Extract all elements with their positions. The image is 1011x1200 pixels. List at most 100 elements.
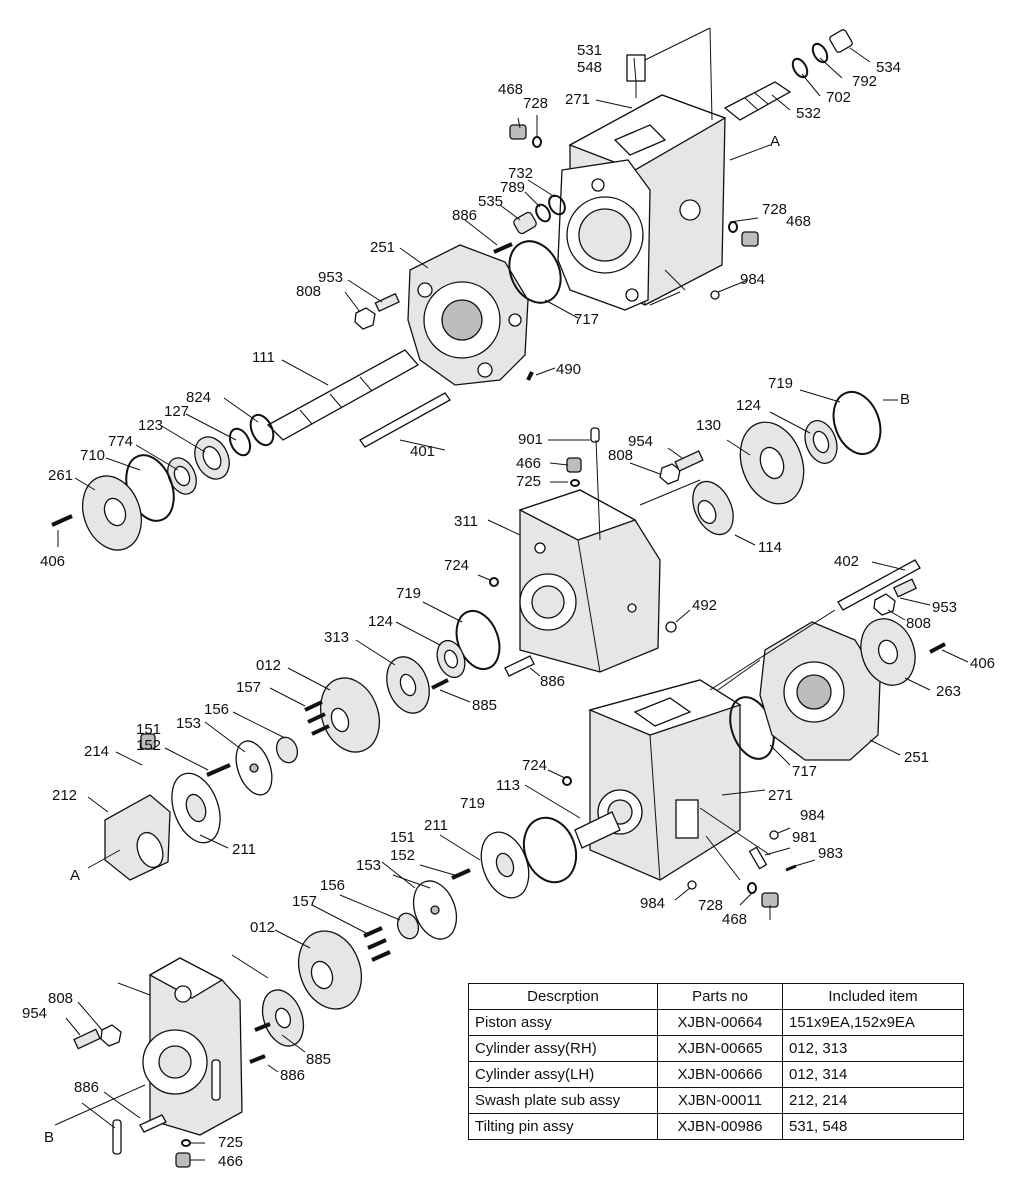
callout-b-low: B	[44, 1129, 54, 1146]
callout-127: 127	[164, 403, 189, 420]
callout-313: 313	[324, 629, 349, 646]
callout-153-low: 153	[356, 857, 381, 874]
callout-984-low: 984	[640, 895, 665, 912]
column-header-description: Descrption	[468, 983, 658, 1010]
callout-725-mid: 725	[516, 473, 541, 490]
table-row: Piston assy XJBN-00664 151x9EA,152x9EA	[468, 1009, 964, 1036]
table-row: Cylinder assy(LH) XJBN-00666 012, 314	[468, 1061, 964, 1088]
callout-534: 534	[876, 59, 901, 76]
callout-808-mid: 808	[608, 447, 633, 464]
callout-466-mid: 466	[516, 455, 541, 472]
top-cover-251	[354, 240, 562, 386]
callout-492: 492	[692, 597, 717, 614]
table-row: Cylinder assy(RH) XJBN-00665 012, 313	[468, 1035, 964, 1062]
callout-548: 548	[577, 59, 602, 76]
callout-468-right: 468	[786, 213, 811, 230]
callout-152-mid: 152	[136, 737, 161, 754]
callout-984-top: 984	[740, 271, 765, 288]
callout-401: 401	[410, 443, 435, 460]
cell-description: Swash plate sub assy	[468, 1087, 658, 1114]
callout-954-mid: 954	[628, 433, 653, 450]
callout-114: 114	[758, 539, 782, 556]
callout-406-left: 406	[40, 553, 65, 570]
callout-774: 774	[108, 433, 133, 450]
cell-description: Piston assy	[468, 1009, 658, 1036]
callout-130: 130	[696, 417, 721, 434]
callout-728-low: 728	[698, 897, 723, 914]
callout-251-top: 251	[370, 239, 395, 256]
callout-263: 263	[936, 683, 961, 700]
middle-right-casing-271	[562, 559, 946, 908]
callout-labels: 531 548 534 792 702 532 271 468 728 A 73…	[22, 42, 995, 1170]
cell-description: Cylinder assy(LH)	[468, 1061, 658, 1088]
callout-725-low: 725	[218, 1134, 243, 1151]
lower-rotating-group-lh	[249, 816, 578, 1064]
cell-included-item: 012, 314	[782, 1061, 964, 1088]
callout-886-left: 886	[74, 1079, 99, 1096]
callout-012-low: 012	[250, 919, 275, 936]
callout-311: 311	[454, 513, 478, 530]
callout-901: 901	[518, 431, 543, 448]
callout-111: 111	[252, 349, 275, 366]
callout-113: 113	[496, 777, 520, 794]
callout-156-low: 156	[320, 877, 345, 894]
callout-983: 983	[818, 845, 843, 862]
callout-728-top: 728	[523, 95, 548, 112]
callout-532: 532	[796, 105, 821, 122]
callout-886-mid: 886	[540, 673, 565, 690]
callout-719-low: 719	[460, 795, 485, 812]
callout-468-top: 468	[498, 81, 523, 98]
callout-789: 789	[500, 179, 525, 196]
cell-description: Cylinder assy(RH)	[468, 1035, 658, 1062]
callout-724-mid: 724	[444, 557, 469, 574]
callout-824: 824	[186, 389, 211, 406]
callout-792: 792	[852, 73, 877, 90]
callout-953-right: 953	[932, 599, 957, 616]
callout-406-right: 406	[970, 655, 995, 672]
callout-535: 535	[478, 193, 503, 210]
callout-732: 732	[508, 165, 533, 182]
callout-124-top: 124	[736, 397, 761, 414]
callout-261: 261	[48, 467, 73, 484]
bottom-valve-block-312	[73, 957, 243, 1168]
cell-description: Tilting pin assy	[468, 1113, 658, 1140]
callout-a-mid: A	[70, 867, 80, 884]
cell-included-item: 151x9EA,152x9EA	[782, 1009, 964, 1036]
callout-153-mid: 153	[176, 715, 201, 732]
table-row: Tilting pin assy XJBN-00986 531, 548	[468, 1113, 964, 1140]
callout-886-low: 886	[280, 1067, 305, 1084]
cell-parts-no: XJBN-00664	[657, 1009, 783, 1036]
parts-table: Descrption Parts no Included item Piston…	[468, 983, 964, 1140]
callout-953-top: 953	[318, 269, 343, 286]
callout-214: 214	[84, 743, 109, 760]
callout-531: 531	[577, 42, 602, 59]
table-header-row: Descrption Parts no Included item	[468, 983, 964, 1010]
cell-parts-no: XJBN-00666	[657, 1061, 783, 1088]
callout-490: 490	[556, 361, 581, 378]
callout-886-top: 886	[452, 207, 477, 224]
callout-468-low: 468	[722, 911, 747, 928]
callout-151-mid: 151	[136, 721, 161, 738]
callout-271-top: 271	[565, 91, 590, 108]
callout-157-mid: 157	[236, 679, 261, 696]
callout-b-top: B	[900, 391, 910, 408]
cell-included-item: 012, 313	[782, 1035, 964, 1062]
leader-lines	[54, 27, 969, 1161]
callout-211-top: 211	[424, 817, 448, 834]
drive-shaft-111	[51, 349, 451, 551]
cell-parts-no: XJBN-00986	[657, 1113, 783, 1140]
callout-719-mid: 719	[396, 585, 421, 602]
middle-rotating-group-rh	[104, 609, 501, 881]
cell-parts-no: XJBN-00665	[657, 1035, 783, 1062]
callout-251-right: 251	[904, 749, 929, 766]
callout-954-low: 954	[22, 1005, 47, 1022]
callout-156-mid: 156	[204, 701, 229, 718]
callout-885-low: 885	[306, 1051, 331, 1068]
callout-981: 981	[792, 829, 817, 846]
callout-a-top: A	[770, 133, 780, 150]
middle-gear-pump	[692, 391, 882, 536]
callout-719-top: 719	[768, 375, 793, 392]
callout-157-low: 157	[292, 893, 317, 910]
callout-728-right: 728	[762, 201, 787, 218]
